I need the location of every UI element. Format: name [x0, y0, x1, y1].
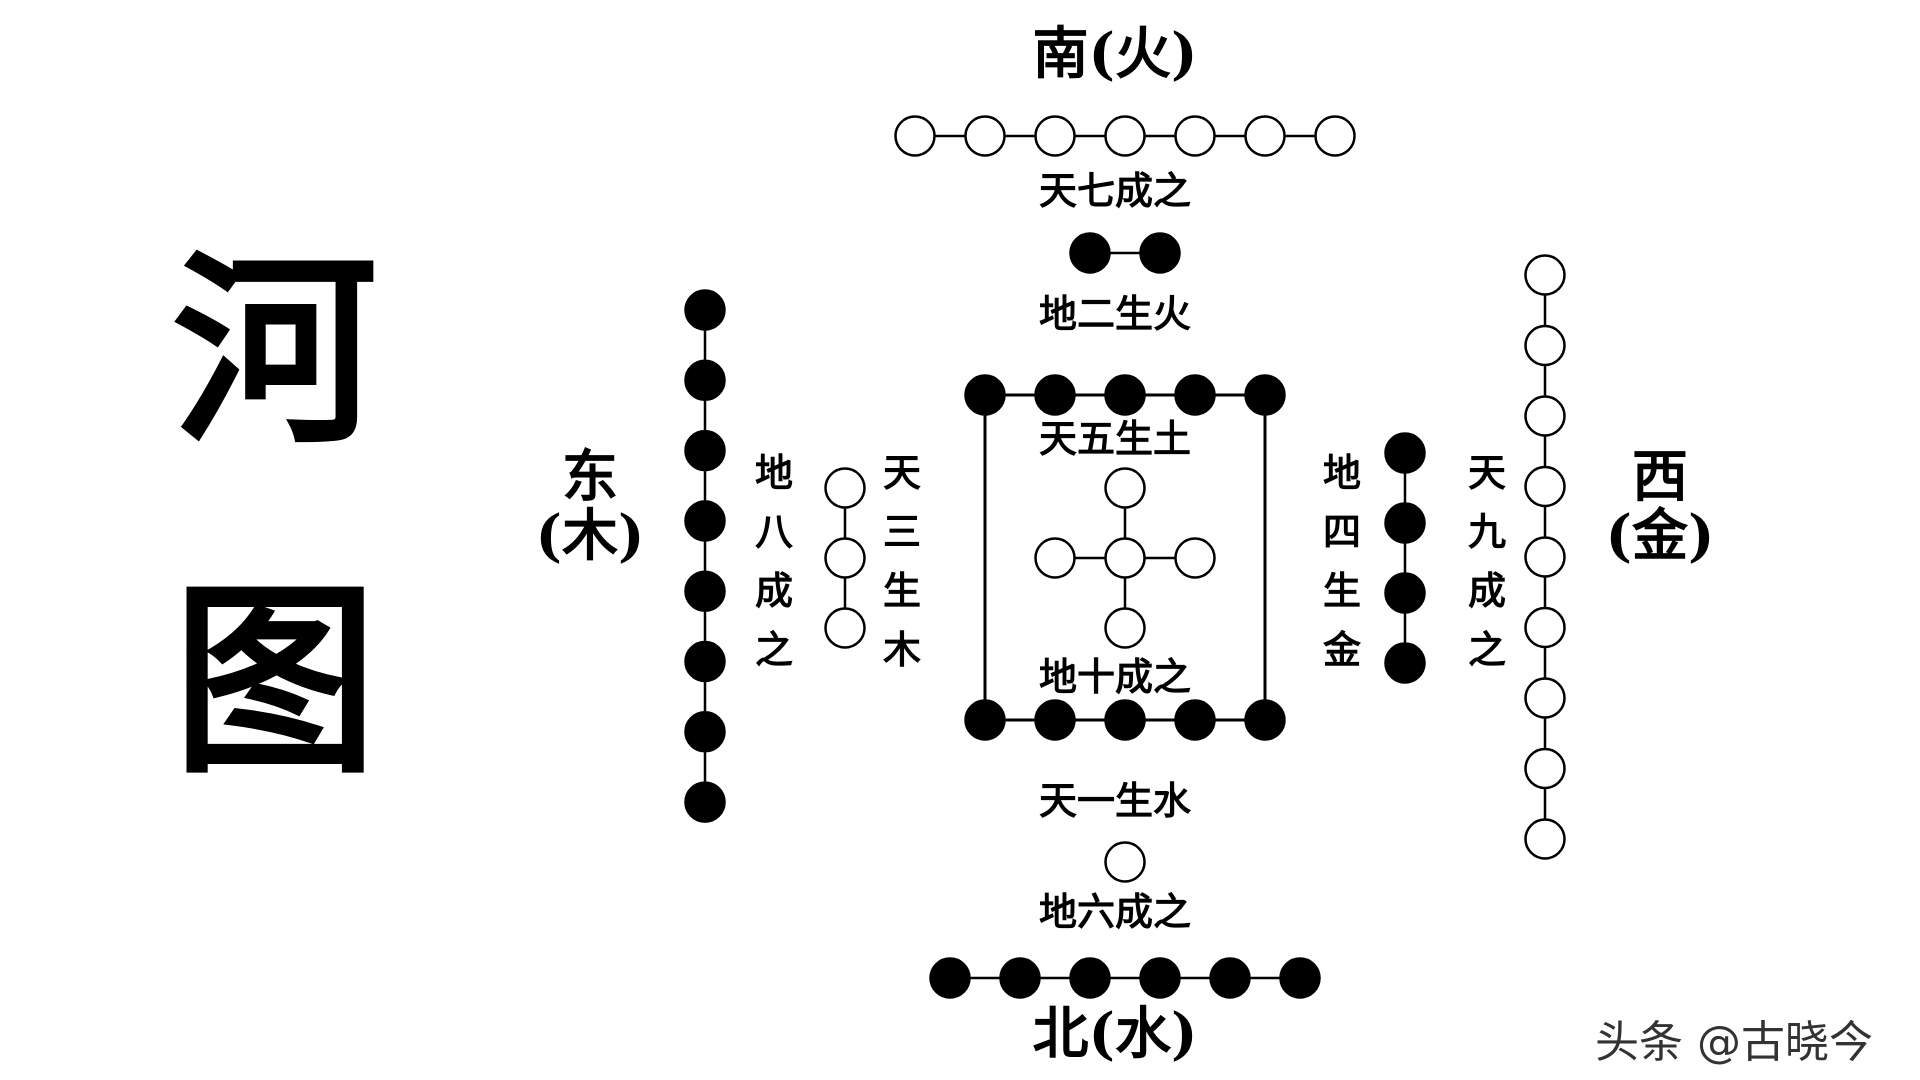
- black-dot: [929, 957, 971, 999]
- black-dot: [1034, 374, 1076, 416]
- black-dot: [999, 957, 1041, 999]
- white-dot: [1524, 606, 1566, 649]
- white-dot: [824, 537, 866, 579]
- dot-group-east-inner: [824, 467, 866, 649]
- white-dot: [1034, 537, 1076, 579]
- black-dot: [1244, 699, 1286, 741]
- label-tian-san: 天三生木: [882, 450, 921, 672]
- label-di-shi: 地十成之: [1038, 654, 1191, 699]
- watermark: 头条 @古晓今: [1595, 1017, 1873, 1068]
- label-tian-wu: 天五生土: [1038, 416, 1191, 461]
- white-dot: [1104, 607, 1146, 649]
- black-dot: [1209, 957, 1251, 999]
- white-dot: [1104, 841, 1146, 883]
- white-dot: [1314, 115, 1356, 157]
- label-di-si: 地四生金: [1322, 450, 1361, 672]
- white-dot: [824, 607, 866, 649]
- dot-group-center-cross: [1034, 467, 1216, 649]
- white-dot: [1524, 536, 1566, 578]
- black-dot: [684, 500, 726, 542]
- white-dot: [1034, 115, 1076, 157]
- direction-east-element: (木): [535, 502, 645, 569]
- black-dot: [1069, 232, 1111, 274]
- direction-south: 南(火): [1032, 21, 1198, 87]
- black-dot: [684, 781, 726, 823]
- white-dot: [1524, 818, 1566, 860]
- white-dot: [1524, 324, 1566, 367]
- white-dot: [1104, 537, 1146, 579]
- title-character-tu: 图: [172, 562, 378, 802]
- black-dot: [1104, 374, 1146, 416]
- black-dot: [684, 640, 726, 683]
- black-dot: [1384, 432, 1426, 474]
- black-dot: [1174, 699, 1216, 741]
- dot-group-center-bottom: [964, 699, 1286, 741]
- white-dot: [1244, 115, 1286, 157]
- black-dot: [1244, 374, 1286, 416]
- direction-east: 东 (木): [525, 448, 655, 566]
- white-dot: [1524, 395, 1566, 437]
- label-di-liu: 地六成之: [1038, 889, 1191, 934]
- white-dot: [1174, 537, 1216, 579]
- black-dot: [684, 429, 726, 472]
- black-dot: [1104, 699, 1146, 741]
- black-dot: [1174, 374, 1216, 416]
- white-dot: [1174, 115, 1216, 157]
- black-dot: [684, 711, 726, 753]
- dot-group-south-inner: [1069, 232, 1181, 274]
- dot-group-center-top: [964, 374, 1286, 416]
- white-dot: [1104, 115, 1146, 157]
- black-dot: [684, 289, 726, 331]
- dot-group-west-inner: [1384, 432, 1426, 684]
- white-dot: [1524, 254, 1566, 296]
- dot-group-west-outer: [1524, 254, 1566, 860]
- black-dot: [1034, 699, 1076, 741]
- direction-west: 西 (金): [1595, 448, 1725, 566]
- dot-group-south-outer: [894, 115, 1356, 157]
- title-character-he: 河: [172, 232, 378, 472]
- dot-group-north-inner: [1104, 841, 1146, 883]
- black-dot: [1384, 572, 1426, 614]
- label-di-er: 地二生火: [1038, 291, 1191, 336]
- black-dot: [964, 374, 1006, 416]
- white-dot: [1524, 465, 1566, 508]
- dot-group-east-outer: [684, 289, 726, 823]
- white-dot: [824, 467, 866, 509]
- black-dot: [1069, 957, 1111, 999]
- black-dot: [1384, 642, 1426, 684]
- label-tian-jiu: 天九成之: [1467, 450, 1506, 672]
- direction-west-element: (金): [1605, 502, 1715, 569]
- black-dot: [1279, 957, 1321, 999]
- black-dot: [1139, 957, 1181, 999]
- dot-group-north-outer: [929, 957, 1321, 999]
- label-tian-qi: 天七成之: [1038, 168, 1191, 213]
- black-dot: [1384, 502, 1426, 544]
- white-dot: [1104, 467, 1146, 509]
- label-di-ba: 地八成之: [754, 450, 793, 672]
- white-dot: [1524, 747, 1566, 790]
- black-dot: [684, 359, 726, 402]
- white-dot: [964, 115, 1006, 157]
- black-dot: [1139, 232, 1181, 274]
- direction-east-name: 东: [562, 444, 618, 510]
- black-dot: [684, 570, 726, 612]
- black-dot: [964, 699, 1006, 741]
- label-tian-yi: 天一生水: [1038, 778, 1191, 823]
- white-dot: [894, 115, 936, 157]
- direction-north: 北(水): [1032, 1001, 1198, 1067]
- white-dot: [1524, 677, 1566, 719]
- direction-west-name: 西: [1632, 444, 1688, 510]
